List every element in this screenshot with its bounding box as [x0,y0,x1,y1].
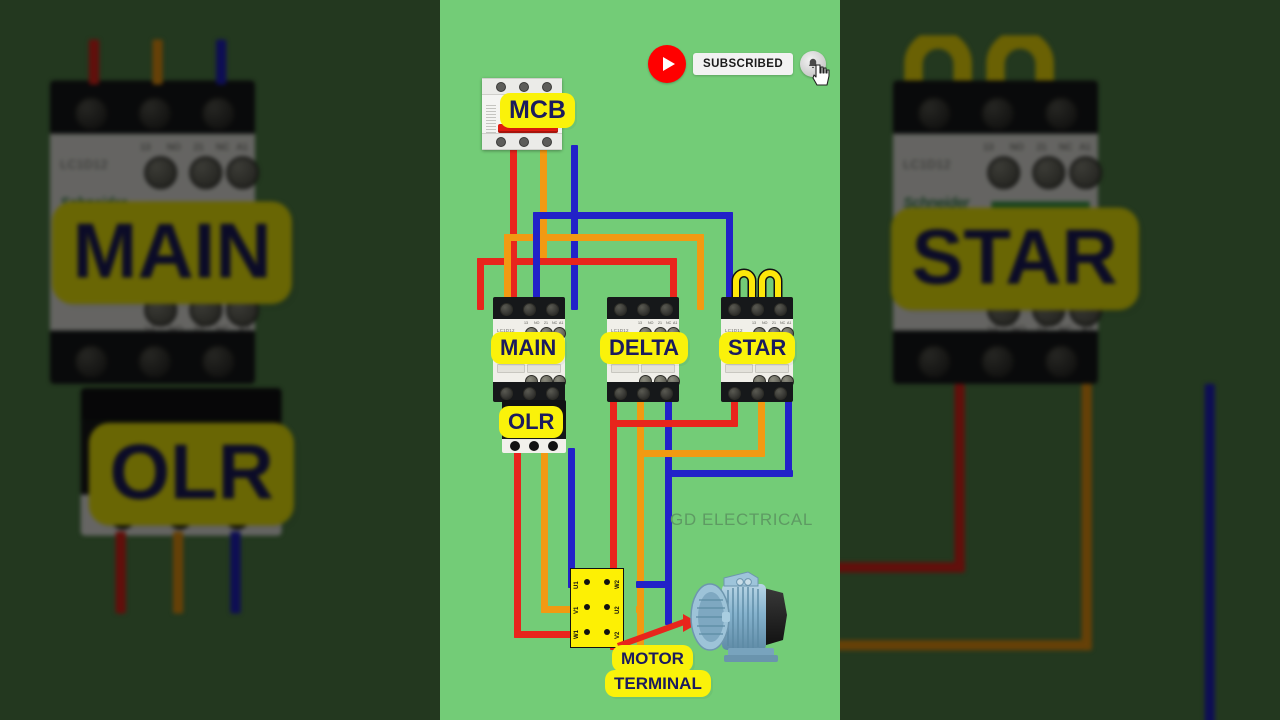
star-model-label: LC1D12 [725,328,743,333]
notification-bell-icon[interactable] [800,51,830,86]
wire-l1-branch-h [477,258,677,265]
watermark-text: GD ELECTRICAL [670,510,813,529]
wire-olr-out-l2 [541,448,548,613]
wire-tb-u2-in [636,606,644,613]
bell-glyph [808,58,818,69]
wire-star-out-l3-h [665,470,793,477]
mcb-toggle-lever[interactable] [498,124,558,133]
wire-star-out-l3-v [785,390,792,472]
wire-tb-v1-in [541,606,591,613]
wire-delta-out-l1 [610,390,617,650]
wire-star-out-l1-h [610,420,738,427]
main-model-label: LC1D12 [497,328,515,333]
wire-l3-branch-v-left [533,212,540,310]
wire-star-out-l1-v [731,390,738,422]
terminal-label-v2: V2 [615,631,621,639]
mcb-rating-text [486,104,496,142]
label-motor-terminal-line1: MOTOR [615,648,690,669]
delta-model-label: LC1D12 [611,328,629,333]
youtube-subscribe-badge[interactable]: SUBSCRIBED [648,45,830,86]
label-motor-terminal-line2: TERMINAL [608,673,708,694]
right-background-panel: LC1D12 13 NO 21 NC A1 Schneider [840,0,1280,720]
bg-label-star: STAR [897,213,1133,304]
wire-tb-w1-in [514,631,591,638]
label-main: MAIN [494,335,563,361]
wire-l1-branch-v-delta [670,258,677,310]
main-diagram-frame: MCB LC1D12 13 NO 21 NC A1 Schneider [440,0,840,720]
bg-star-jumper-icon [904,35,1054,118]
star-jumper-icon [731,268,783,307]
terminal-label-v1: V1 [574,606,580,614]
label-olr: OLR [502,409,561,435]
wire-delta-out-l3 [665,390,672,625]
wire-star-out-l2-v [758,390,765,452]
wire-l2-branch-h [504,234,704,241]
wire-l2-mcb-down [540,145,547,265]
device-mcb[interactable] [482,78,562,150]
label-delta: DELTA [603,335,686,361]
wire-olr-out-l3 [568,448,575,588]
wire-l1-mcb-to-main [510,145,517,310]
label-mcb: MCB [503,96,572,125]
youtube-play-icon[interactable] [648,45,686,83]
wire-l3-branch-v-delta [726,212,733,310]
wire-olr-out-l1 [514,448,521,638]
label-star: STAR [722,335,793,361]
wire-l3-branch-h [533,212,733,219]
terminal-label-w2: W2 [615,580,621,589]
device-contactor-main[interactable]: LC1D12 13 NO 21 NC A1 Schneider 14 NO 22 [493,297,566,402]
wire-delta-out-l2 [637,390,644,650]
motor-image [690,571,787,662]
wire-l2-branch-v-left [504,234,511,310]
wire-tb-w2-in [636,581,672,588]
bg-label-olr: OLR [95,429,289,520]
subscribed-button[interactable]: SUBSCRIBED [693,53,794,75]
bg-label-main: MAIN [58,207,286,298]
left-background-panel: LC1D12 13 NO 21 NC A1 Schneider [0,0,440,720]
wire-l1-branch-v-left [477,258,484,310]
terminal-label-u2: U2 [615,606,621,614]
wire-l2-branch-v-delta [697,234,704,310]
wire-star-out-l2-h [637,450,765,457]
motor-terminal-block[interactable]: U1 V1 W1 W2 U2 V2 [570,568,624,648]
wire-l3-mcb-down [571,145,578,310]
terminal-label-w1: W1 [574,630,580,639]
hand-cursor-icon [812,64,830,86]
pointer-arrow-line [616,618,687,649]
terminal-label-u1: U1 [574,581,580,589]
